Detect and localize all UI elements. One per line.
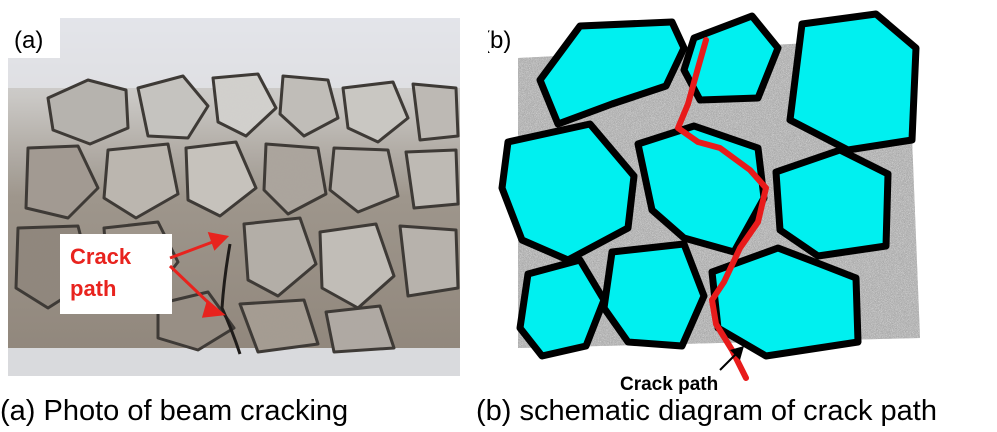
panel-a-tag: (a) <box>14 27 43 54</box>
crack-line <box>220 243 242 355</box>
caption-a: (a) Photo of beam cracking <box>0 395 349 427</box>
beam-photo: (a) Crack path <box>8 18 460 376</box>
schematic-panel: (b) Crack path <box>482 8 928 398</box>
callout-arrows <box>168 232 230 318</box>
callout-line-1: Crack <box>70 244 132 269</box>
callout-box <box>60 234 172 314</box>
crack-schematic: (b) Crack path <box>482 10 920 395</box>
caption-b: (b) schematic diagram of crack path <box>476 395 937 427</box>
panel-b-tag: (b) <box>488 27 511 54</box>
beam-bottom-edge <box>8 348 460 376</box>
callout-line-2: path <box>70 276 116 301</box>
crack-path-line <box>675 37 769 381</box>
photo-panel: (a) Crack path <box>8 18 460 376</box>
crack-path-annotation: Crack path <box>620 374 718 395</box>
crack-annotation-arrow <box>719 346 744 371</box>
